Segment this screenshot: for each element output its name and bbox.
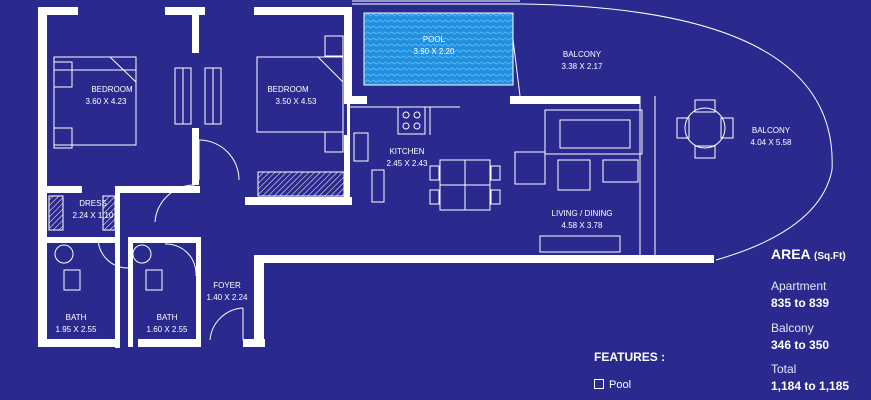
dining-table — [429, 159, 501, 211]
bedroom1-name: BEDROOM — [91, 85, 133, 94]
apartment-label: Apartment — [771, 279, 827, 293]
doors — [97, 139, 244, 341]
total-value: 1,184 to 1,185 — [771, 379, 850, 393]
checkbox-icon — [594, 379, 604, 389]
foyer-size: 1.40 X 2.24 — [207, 293, 248, 302]
dress-name: DRESS — [79, 199, 107, 208]
bath2-name: BATH — [157, 313, 178, 322]
kitchen-fixtures — [350, 106, 460, 203]
kitchen-name: KITCHEN — [389, 147, 424, 156]
bath2-size: 1.60 X 2.55 — [147, 325, 188, 334]
area-title-text: AREA — [771, 246, 811, 262]
balcony2-size: 4.04 X 5.58 — [751, 138, 792, 147]
wardrobe-hatch — [257, 171, 345, 197]
living-name: LIVING / DINING — [552, 209, 613, 218]
bedroom1-size: 3.60 X 4.23 — [86, 97, 127, 106]
living-size: 4.58 X 3.78 — [562, 221, 603, 230]
living-furniture — [514, 109, 643, 253]
balcony2-name: BALCONY — [752, 126, 791, 135]
walls — [38, 7, 714, 348]
pool-size: 3.90 X 2.20 — [414, 47, 455, 56]
pool-name: POOL — [423, 35, 446, 44]
bath1-size: 1.95 X 2.55 — [56, 325, 97, 334]
apartment-value: 835 to 839 — [771, 296, 830, 310]
balcony-table — [676, 99, 734, 159]
dress-hatch-2 — [102, 195, 116, 231]
kitchen-size: 2.45 X 2.43 — [387, 159, 428, 168]
features-title: FEATURES : — [594, 350, 666, 364]
feature-item-pool: Pool — [594, 378, 631, 391]
pool — [363, 12, 514, 86]
room-labels: BEDROOM 3.60 X 4.23 BEDROOM 3.50 X 4.53 … — [56, 35, 792, 334]
dress-hatch-1 — [48, 195, 64, 231]
bedroom2-name: BEDROOM — [267, 85, 309, 94]
windows — [174, 67, 222, 125]
bath1-name: BATH — [66, 313, 87, 322]
balcony-value: 346 to 350 — [771, 338, 830, 352]
thin-outlines — [352, 0, 833, 261]
area-title: AREA (Sq.Ft) — [771, 246, 846, 262]
balcony1-name: BALCONY — [563, 50, 602, 59]
bed-1 — [53, 56, 137, 149]
total-label: Total — [771, 362, 797, 376]
balcony1-size: 3.38 X 2.17 — [562, 62, 603, 71]
foyer-name: FOYER — [213, 281, 241, 290]
dress-size: 2.24 X 1.10 — [73, 211, 114, 220]
area-unit: (Sq.Ft) — [814, 251, 846, 262]
bath-fixtures — [54, 244, 163, 291]
balcony-label: Balcony — [771, 321, 814, 335]
feature-label: Pool — [609, 379, 632, 391]
bedroom2-size: 3.50 X 4.53 — [276, 97, 317, 106]
bed-2 — [256, 35, 344, 153]
